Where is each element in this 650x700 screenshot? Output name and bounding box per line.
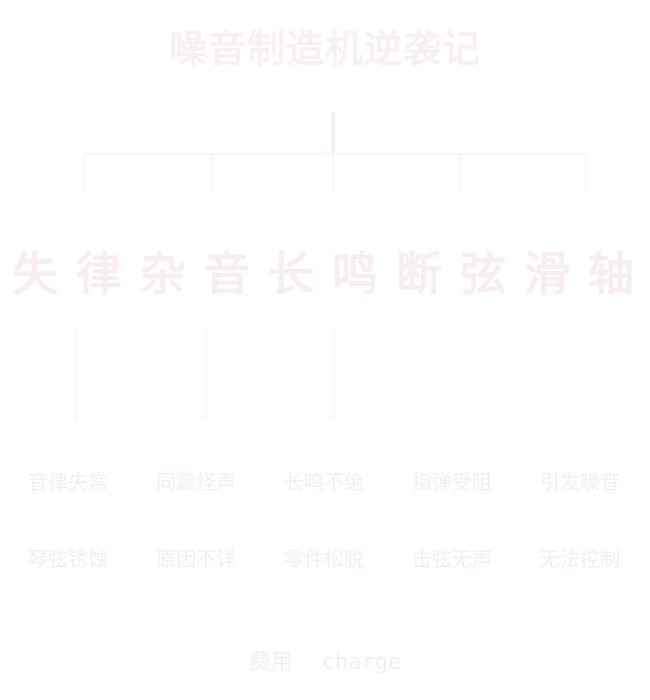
item-3-2: 零件松脱 [284,547,364,571]
item-5-1: 引发噪音 [540,470,620,494]
category-1: 失律 [12,247,140,301]
category-5: 滑轴 [524,247,650,301]
footer: 费用 charge [0,644,650,676]
category-3: 长鸣 [268,247,396,301]
item-2-1: 同震怪声 [156,470,236,494]
diagram-title: 噪音制造机逆袭记 [168,27,481,71]
item-4-2: 击弦无声 [412,547,492,571]
item-5-2: 无法控制 [540,547,620,571]
footer-cn: 费用 [248,650,293,675]
category-4: 断弦 [396,247,524,301]
item-2-2: 原因不详 [156,547,236,571]
category-2: 杂音 [140,247,268,301]
footer-en: charge [321,650,402,675]
item-1-2: 琴弦锈蚀 [28,547,108,571]
item-3-1: 长鸣不绝 [284,470,364,494]
item-1-1: 音律失常 [28,470,108,494]
item-4-1: 指弹受阻 [412,470,492,494]
